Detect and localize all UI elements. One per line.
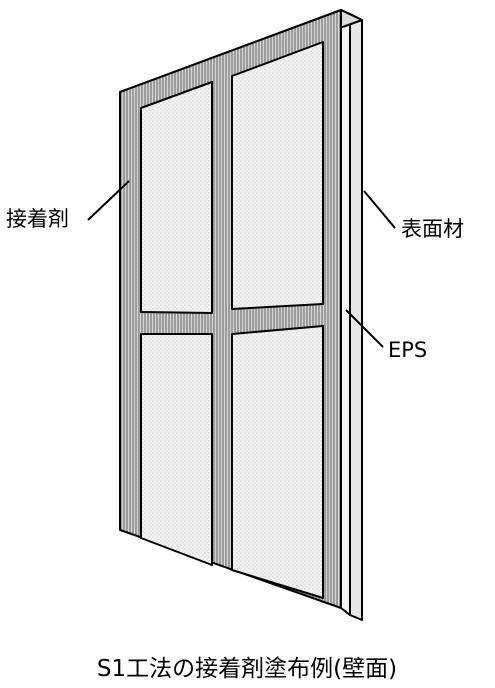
pane-bottom-right <box>231 325 324 599</box>
pane-top-right <box>231 41 324 310</box>
eps-label: EPS <box>388 338 427 362</box>
adhesive-label: 接着剤 <box>6 207 69 231</box>
adhesive-leader-line <box>87 180 130 221</box>
surface-material-leader-line <box>363 190 396 229</box>
surface-material-label: 表面材 <box>401 217 464 241</box>
figure-caption: S1工法の接着剤塗布例(壁面) <box>97 656 397 682</box>
pane-top-left <box>140 81 213 314</box>
pane-bottom-left <box>140 333 213 566</box>
eps-leader-line <box>345 309 384 348</box>
